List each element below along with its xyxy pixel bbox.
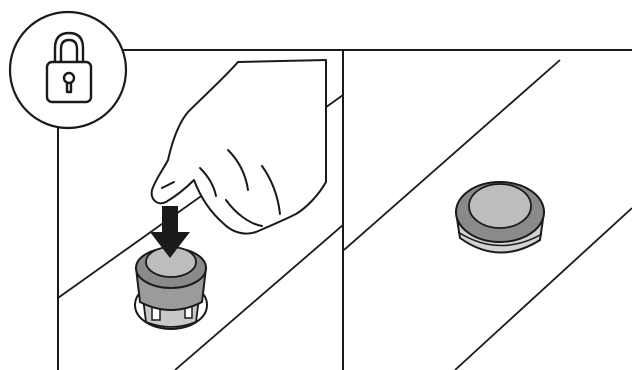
right-panel bbox=[344, 59, 632, 370]
lock-button-pressed bbox=[134, 246, 208, 311]
arrow-down-icon bbox=[150, 206, 190, 258]
hand-icon bbox=[150, 59, 327, 235]
surface-edge-lower bbox=[454, 207, 632, 370]
panel-frame bbox=[57, 49, 632, 370]
padlock-icon bbox=[45, 31, 93, 104]
left-panel bbox=[59, 59, 342, 370]
lock-button-locked bbox=[454, 181, 546, 254]
surface-edge-lower bbox=[174, 224, 342, 370]
surface-edge-upper bbox=[344, 59, 561, 251]
lock-badge bbox=[8, 10, 128, 130]
